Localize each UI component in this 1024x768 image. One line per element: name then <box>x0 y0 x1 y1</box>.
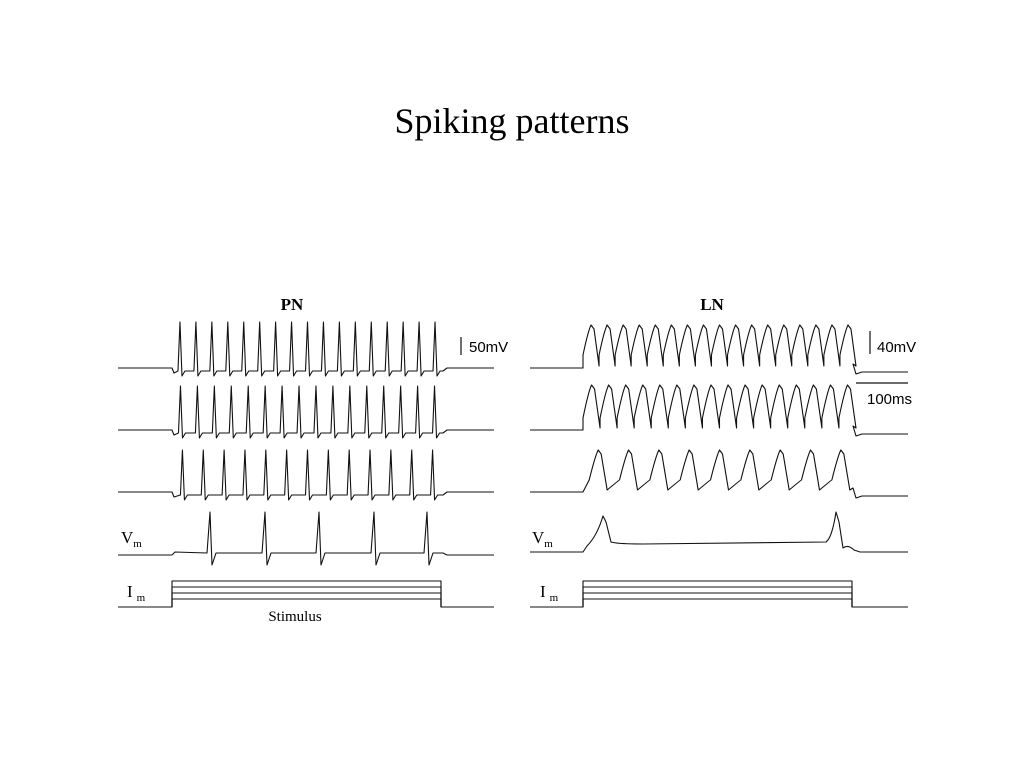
ln-title: LN <box>700 295 724 314</box>
pn-vm-trace <box>118 511 494 566</box>
pn-title: PN <box>281 295 304 314</box>
pn-vm-label: Vm <box>121 528 142 550</box>
ln-trace-3 <box>530 449 908 499</box>
pn-traces <box>118 321 494 608</box>
pn-trace-3 <box>118 449 494 501</box>
pn-current-step-1 <box>118 598 494 608</box>
pn-current-step-4 <box>118 580 494 608</box>
ln-trace-2 <box>530 384 908 437</box>
ln-current-step-1 <box>530 598 908 608</box>
ln-vm-label: Vm <box>532 528 553 550</box>
slide-title: Spiking patterns <box>394 101 630 141</box>
ln-current-step-2 <box>530 592 908 608</box>
pn-trace-2 <box>118 385 494 439</box>
ln-time-scale-label: 100ms <box>867 391 912 408</box>
pn-trace-1 <box>118 321 494 377</box>
pn-current-step-3 <box>118 586 494 608</box>
pn-current-step-2 <box>118 592 494 608</box>
stimulus-label: Stimulus <box>268 609 322 625</box>
ln-traces <box>530 324 908 608</box>
ln-current-step-4 <box>530 580 908 608</box>
ln-voltage-scale-label: 40mV <box>877 339 916 356</box>
ln-trace-1 <box>530 324 908 375</box>
ln-current-step-3 <box>530 586 908 608</box>
pn-voltage-scale-label: 50mV <box>469 339 508 356</box>
ln-vm-trace <box>530 511 908 553</box>
